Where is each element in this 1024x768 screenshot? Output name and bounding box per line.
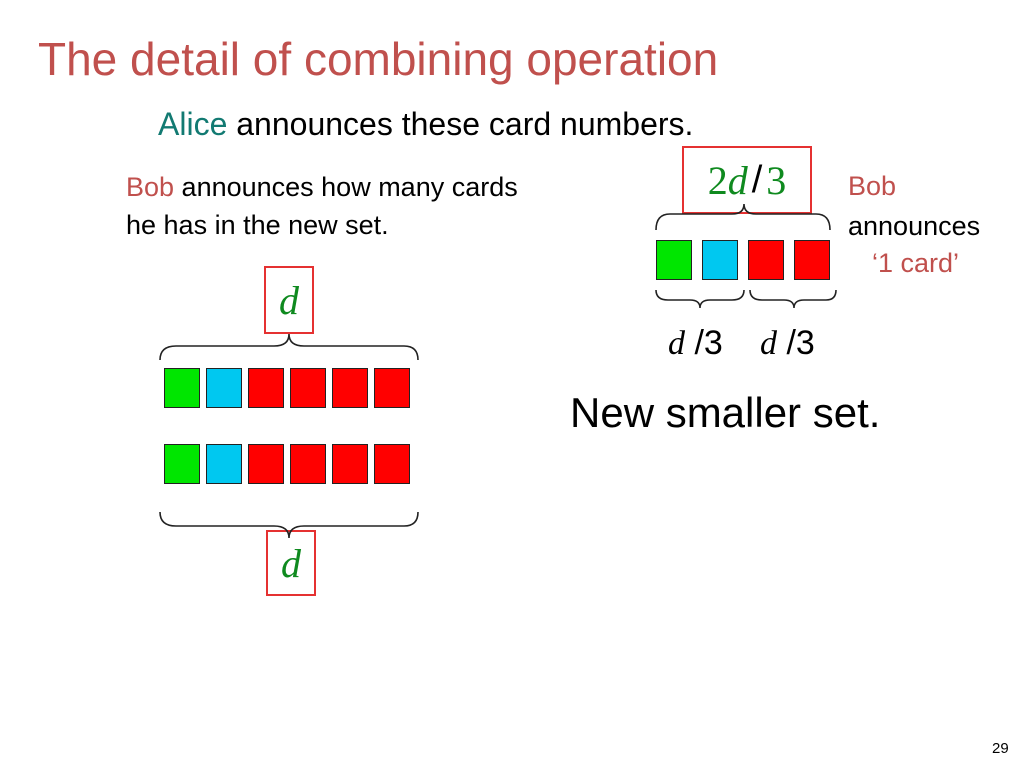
bob-right-line2: announces: [848, 211, 981, 241]
card-red: [290, 368, 326, 408]
bob-left-text: Bob announces how many cards he has in t…: [126, 168, 518, 244]
left-bottom-label: d: [281, 540, 301, 586]
card-red: [290, 444, 326, 484]
card-red: [332, 368, 368, 408]
bob-left-line2: he has in the new set.: [126, 210, 389, 240]
right-fraction-2-rest: /3: [786, 324, 815, 362]
bob-right-quote: ‘1 card’: [872, 248, 960, 278]
left-bottom-label-box: d: [266, 530, 316, 596]
right-label-var: d: [727, 157, 748, 203]
right-fraction-2: d /3: [760, 326, 815, 361]
bob-right-name: Bob: [848, 171, 897, 201]
card-green: [656, 240, 692, 280]
slide-title: The detail of combining operation: [38, 33, 719, 85]
slide-number: 29: [992, 740, 1009, 757]
right-fraction-1-rest: /3: [694, 324, 723, 362]
card-blue: [206, 368, 242, 408]
right-label-den: 3: [766, 157, 787, 203]
right-label-num: 2: [707, 157, 728, 203]
left-top-label: d: [279, 277, 299, 323]
alice-announcement-text: announces these card numbers.: [227, 106, 694, 142]
card-red: [748, 240, 784, 280]
bob-left-line1: Bob announces how many cards: [126, 168, 518, 206]
card-red: [332, 444, 368, 484]
card-red: [248, 368, 284, 408]
right-fraction-2-var: d: [760, 325, 777, 362]
left-top-label-box: d: [264, 266, 314, 334]
bob-left-name: Bob: [126, 172, 175, 202]
right-fraction-1: d /3: [668, 326, 723, 361]
card-green: [164, 444, 200, 484]
left-top-brace: [159, 333, 419, 361]
right-fraction-1-var: d: [668, 325, 685, 362]
new-smaller-set-text: New smaller set.: [570, 389, 881, 436]
bob-left-line1-rest: announces how many cards: [174, 172, 518, 202]
card-red: [374, 444, 410, 484]
right-label-sep: /: [751, 158, 763, 201]
card-blue: [206, 444, 242, 484]
right-bottom-brace-2: [749, 289, 837, 309]
bob-right-text: Bob announces: [848, 166, 980, 246]
card-red: [374, 368, 410, 408]
card-blue: [702, 240, 738, 280]
card-green: [164, 368, 200, 408]
card-red: [248, 444, 284, 484]
card-red: [794, 240, 830, 280]
alice-name: Alice: [158, 106, 228, 142]
alice-announcement: Alice announces these card numbers.: [158, 108, 693, 140]
right-bottom-brace-1: [655, 289, 745, 309]
